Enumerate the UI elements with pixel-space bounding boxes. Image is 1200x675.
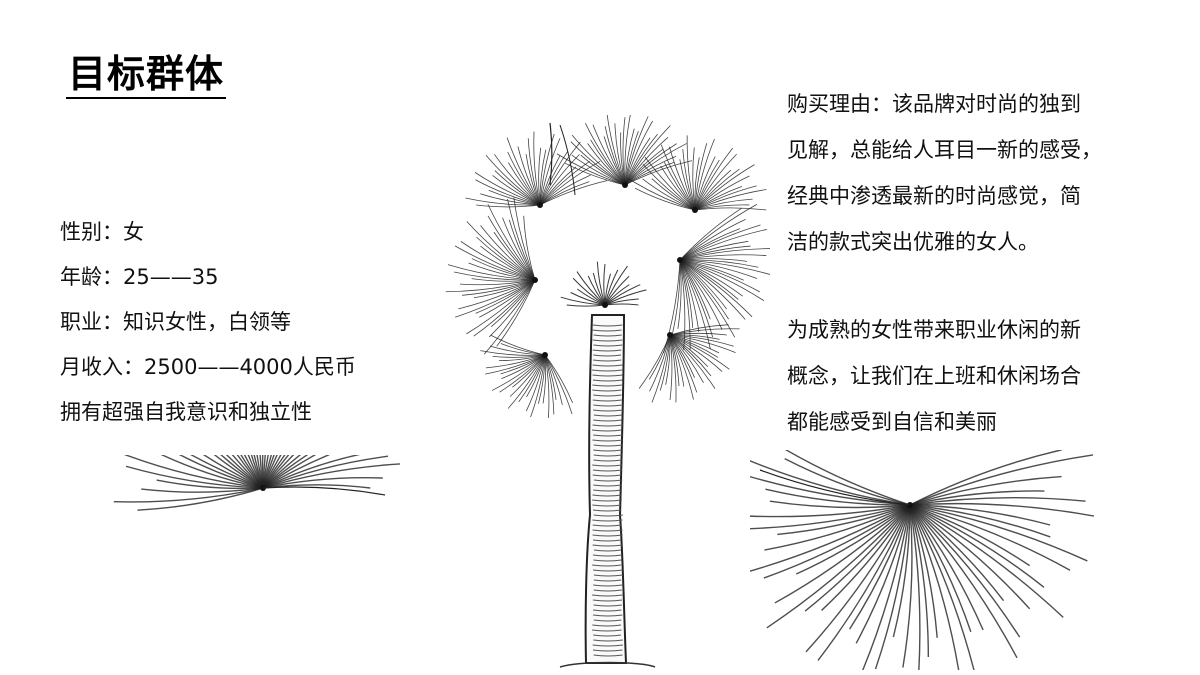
profile-income: 月收入：2500——4000人民币 bbox=[60, 345, 356, 390]
fan-leaf-left-illustration bbox=[80, 455, 400, 615]
purchase-reason-paragraph: 购买理由：该品牌对时尚的独到 见解，总能给人耳目一新的感受， 经典中渗透最新的时… bbox=[787, 81, 1157, 265]
fan-leaf-right-illustration bbox=[750, 450, 1110, 670]
paragraph-line: 经典中渗透最新的时尚感觉，简 bbox=[787, 173, 1157, 219]
profile-age: 年龄：25——35 bbox=[60, 255, 356, 300]
paragraph-line: 都能感受到自信和美丽 bbox=[787, 399, 1157, 445]
paragraph-line: 洁的款式突出优雅的女人。 bbox=[787, 219, 1157, 265]
paragraph-line: 为成熟的女性带来职业休闲的新 bbox=[787, 307, 1157, 353]
palm-tree-illustration bbox=[440, 115, 770, 675]
paragraph-line: 见解，总能给人耳目一新的感受， bbox=[787, 127, 1157, 173]
palm-trunk bbox=[560, 315, 655, 667]
target-profile-list: 性别：女 年龄：25——35 职业：知识女性，白领等 月收入：2500——400… bbox=[60, 210, 356, 435]
profile-trait: 拥有超强自我意识和独立性 bbox=[60, 390, 356, 435]
brand-concept-paragraph: 为成熟的女性带来职业休闲的新 概念，让我们在上班和休闲场合 都能感受到自信和美丽 bbox=[787, 307, 1157, 445]
paragraph-line: 购买理由：该品牌对时尚的独到 bbox=[787, 81, 1157, 127]
slide-title: 目标群体 bbox=[68, 52, 224, 96]
paragraph-line: 概念，让我们在上班和休闲场合 bbox=[787, 353, 1157, 399]
title-underline bbox=[66, 97, 226, 99]
profile-occupation: 职业：知识女性，白领等 bbox=[60, 300, 356, 345]
profile-gender: 性别：女 bbox=[60, 210, 356, 255]
